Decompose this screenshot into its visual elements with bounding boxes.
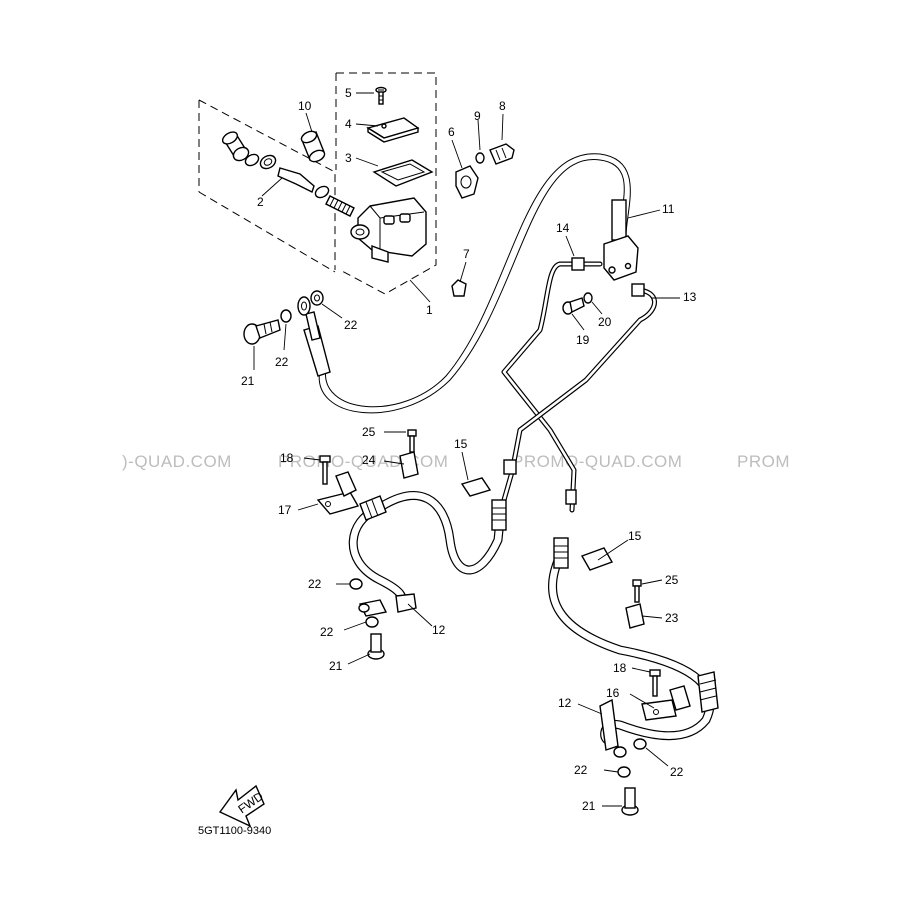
callout-25-right: 25 [665,573,679,587]
bracket-bolt-right [649,669,661,697]
watermark-left: )-QUAD.COM [122,452,232,471]
piston-boot [300,130,326,163]
callout-18-left: 18 [280,451,294,465]
callout-21-upper: 21 [241,374,255,388]
bracket-bolt-left [319,455,331,485]
forward-direction-arrow: FWD [218,784,266,828]
callout-labels: 5 4 3 10 2 1 6 9 8 7 11 13 14 19 20 22 2… [241,86,697,813]
pipe-clamp-lower [580,547,614,571]
callout-5: 5 [345,86,352,100]
callout-22-right-left: 22 [574,763,588,777]
piston-kit [221,131,355,217]
callout-23: 23 [665,611,679,625]
union-bolt-right [621,787,639,816]
brake-pipe-14 [501,257,603,513]
callout-22-right-right: 22 [670,765,684,779]
holder-washer [475,152,485,164]
pipe-clamp-upper [460,477,492,497]
callout-17: 17 [278,503,292,517]
callout-24: 24 [362,453,376,467]
holder-bolt [489,143,515,165]
union-washers-right [617,738,647,778]
union-washers-upper [280,290,324,323]
callout-11: 11 [662,202,675,216]
callout-25-left: 25 [362,425,376,439]
union-bolt-left [367,633,385,660]
callout-12-left: 12 [432,623,446,637]
watermark-right: PROM [737,452,790,471]
callout-8: 8 [499,99,506,113]
cap-screw [375,86,387,105]
callout-20: 20 [598,315,612,329]
hose-bracket-17 [316,471,360,515]
hose-clip-24 [399,429,419,479]
union-bolt-upper [243,319,281,345]
callout-22-left-lower: 22 [320,625,334,639]
diagram-code: 5GT1100-9340 [198,825,271,837]
callout-7: 7 [463,247,470,261]
callout-10: 10 [298,99,312,113]
master-cylinder-body [350,197,427,263]
brake-hose-right [548,537,719,758]
reservoir-diaphragm [372,159,434,187]
upper-brake-hose [297,153,631,414]
reservoir-cap [366,117,420,143]
watermark: )-QUAD.COM PROMO-QUAD.COM PROMO-QUAD.COM… [122,452,790,471]
joint-washer [583,292,593,304]
callout-14: 14 [556,221,570,235]
callout-9: 9 [474,109,481,123]
joint-bolt [562,297,585,315]
callout-4: 4 [345,117,352,131]
brake-hose-left [348,491,507,617]
master-cylinder-holder [455,165,479,199]
callout-13: 13 [683,290,697,304]
leader-lines [253,92,680,807]
brake-hose-joint [603,199,639,281]
hose-bracket-16 [641,685,691,721]
callout-6: 6 [448,125,455,139]
brake-pipe-13 [501,283,657,503]
callout-16: 16 [606,686,620,700]
callout-15-upper: 15 [454,437,468,451]
master-cylinder-kit-outline [198,72,437,295]
callout-15-lower: 15 [628,529,642,543]
callout-3: 3 [345,151,352,165]
callout-12-right: 12 [558,696,572,710]
callout-22-upper-right: 22 [344,318,358,332]
bleed-cap [451,279,467,297]
union-washers-left [349,578,379,628]
callout-21-left: 21 [329,659,343,673]
callout-22-left-upper: 22 [308,577,322,591]
callout-19: 19 [576,333,590,347]
callout-22-upper-left: 22 [275,355,289,369]
callout-2: 2 [257,195,264,209]
callout-18-right: 18 [613,661,627,675]
callout-21-right: 21 [582,799,596,813]
watermark-center-right: PROMO-QUAD.COM [512,452,682,471]
hose-clip-23 [625,579,645,629]
callout-1: 1 [426,303,433,317]
